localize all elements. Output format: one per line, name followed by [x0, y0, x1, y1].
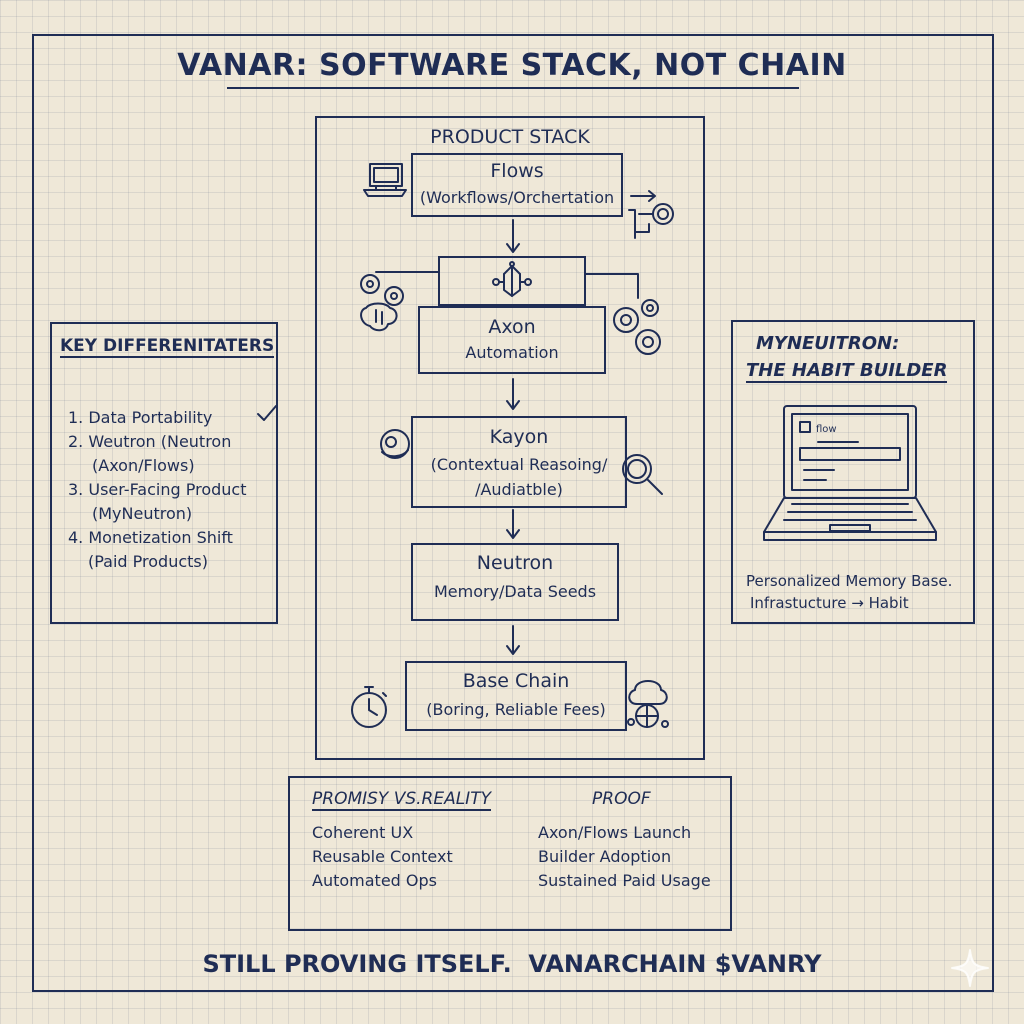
- product-stack-panel: [315, 116, 705, 760]
- proof-item-3: Sustained Paid Usage: [538, 871, 711, 890]
- arrow-icon: [506, 219, 520, 253]
- layer-kayon-desc: (Contextual Reasoing/: [430, 455, 608, 474]
- stopwatch-icon: [351, 686, 387, 728]
- proof-item-1: Axon/Flows Launch: [538, 823, 692, 842]
- page-title: VANAR: SOFTWARE STACK, NOT CHAIN: [177, 48, 847, 83]
- checkmark-icon: [257, 405, 277, 421]
- differentiator-item-4: 4. Monetization Shift: [68, 528, 233, 547]
- layer-axon-name: Axon: [488, 316, 536, 338]
- differentiator-item-2-detail: (Axon/Flows): [92, 456, 195, 475]
- differentiator-item-3-detail: (MyNeutron): [92, 504, 193, 523]
- outer-frame: [32, 34, 994, 992]
- layer-base-chain-name: Base Chain: [462, 670, 570, 692]
- myneutron-panel: [731, 320, 975, 624]
- myneutron-subheading: THE HABIT BUILDER: [746, 360, 948, 383]
- proof-heading: PROOF: [592, 789, 651, 809]
- layer-neutron-desc: Memory/Data Seeds: [433, 582, 597, 601]
- laptop-screen-label: flow: [816, 424, 837, 435]
- laptop-icon: [763, 405, 937, 541]
- layer-base-chain-desc: (Boring, Reliable Fees): [426, 700, 606, 719]
- differentiator-item-1: 1. Data Portability: [68, 408, 213, 427]
- product-stack-heading: PRODUCT STACK: [430, 126, 590, 148]
- layer-axon-top: [438, 256, 586, 306]
- layer-axon: [418, 306, 606, 374]
- differentiators-heading: KEY DIFFERENITATERS: [60, 336, 275, 358]
- promise-item-2: Reusable Context: [312, 847, 453, 866]
- connector-lines: [375, 271, 639, 299]
- process-icon: [628, 190, 674, 239]
- gears-icon: [613, 299, 661, 355]
- sparkle-icon: [951, 949, 989, 987]
- differentiator-item-2: 2. Weutron (Neutron: [68, 432, 232, 451]
- layer-flows-name: Flows: [490, 160, 544, 182]
- globe-network-icon: [627, 680, 669, 728]
- layer-base-chain: [405, 661, 627, 731]
- brain-head-icon: [380, 429, 410, 459]
- title-underline: [227, 87, 799, 89]
- myneutron-caption-1: Personalized Memory Base.: [746, 572, 953, 590]
- differentiator-item-3: 3. User-Facing Product: [68, 480, 247, 499]
- differentiator-item-4-detail: (Paid Products): [88, 552, 208, 571]
- layer-neutron-name: Neutron: [476, 552, 554, 574]
- monitor-icon: [363, 163, 407, 197]
- layer-neutron: [411, 543, 619, 621]
- layer-kayon-desc-2: /Audiatble): [475, 480, 563, 499]
- layer-flows: [411, 153, 623, 217]
- brain-gears-icon: [360, 274, 404, 332]
- myneutron-heading: MYNEUITRON:: [756, 333, 900, 354]
- flow-hub-icon: [492, 261, 532, 297]
- layer-flows-desc: (Workflows/Orchertation: [419, 188, 615, 207]
- layer-axon-desc: Automation: [465, 343, 559, 362]
- arrow-icon: [506, 509, 520, 539]
- magnifier-icon: [622, 454, 663, 495]
- myneutron-caption-2: Infrastucture → Habit: [750, 594, 909, 612]
- arrow-icon: [506, 625, 520, 655]
- promise-item-3: Automated Ops: [312, 871, 437, 890]
- arrow-icon: [506, 378, 520, 410]
- promise-reality-panel: [288, 776, 732, 931]
- footer-tagline: STILL PROVING ITSELF. VANARCHAIN $VANRY: [202, 950, 822, 978]
- proof-item-2: Builder Adoption: [538, 847, 672, 866]
- layer-kayon-name: Kayon: [489, 426, 549, 448]
- promise-heading: PROMISY VS.REALITY: [312, 789, 491, 811]
- promise-item-1: Coherent UX: [312, 823, 414, 842]
- differentiators-panel: [50, 322, 278, 624]
